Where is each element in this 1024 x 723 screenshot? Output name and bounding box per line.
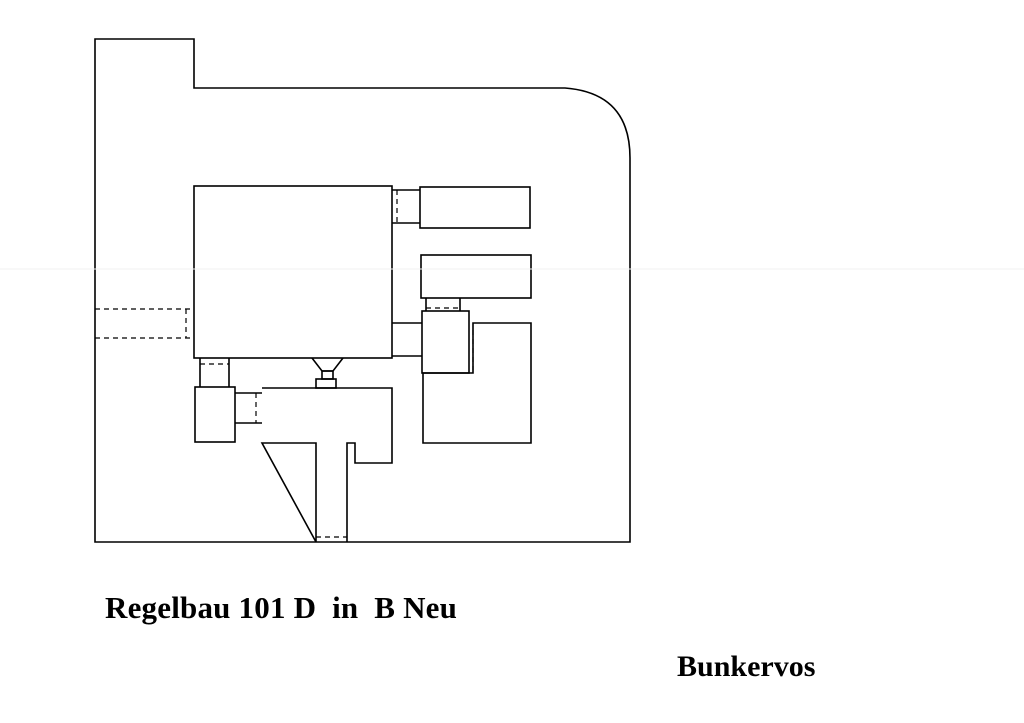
- left-passage: [95, 308, 194, 339]
- entrance-connector: [235, 392, 262, 424]
- upper-right-room: [419, 186, 531, 229]
- lower-left-room: [194, 386, 236, 443]
- outer-enclosure: [94, 38, 631, 543]
- credit-label: Bunkervos: [677, 650, 816, 683]
- entrance-corridor: [260, 387, 393, 543]
- middle-right-connector: [425, 298, 461, 311]
- lower-left-connector: [199, 358, 230, 387]
- small-right-room: [421, 310, 470, 374]
- main-chamber: [193, 185, 393, 359]
- side-passage: [392, 322, 422, 357]
- diagram-title: Regelbau 101 D in B Neu: [105, 590, 458, 625]
- l-shaped-block: [422, 322, 532, 444]
- middle-right-room: [420, 254, 532, 299]
- embrasure-detail: [311, 357, 344, 389]
- upper-right-connector: [392, 189, 420, 224]
